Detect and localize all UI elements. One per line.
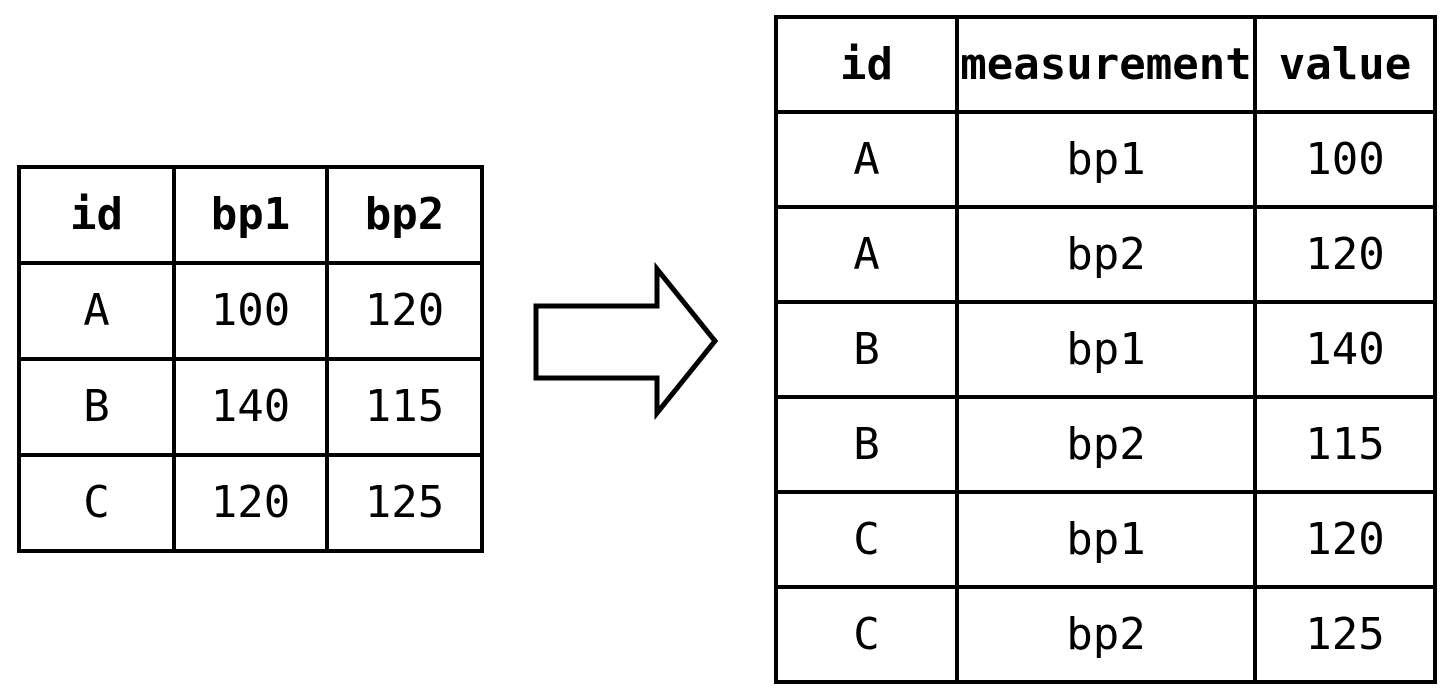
cell-id: C xyxy=(774,490,959,589)
cell-id: B xyxy=(17,357,176,457)
wide-header-bp1: bp1 xyxy=(172,165,329,265)
wide-header-id: id xyxy=(17,165,176,265)
cell-measurement: bp1 xyxy=(955,300,1257,399)
table-row: C bp2 125 xyxy=(774,585,1437,684)
table-row: A bp1 100 xyxy=(774,110,1437,209)
wide-header-row: id bp1 bp2 xyxy=(17,165,484,265)
cell-measurement: bp2 xyxy=(955,585,1257,684)
cell-id: C xyxy=(774,585,959,684)
cell-id: A xyxy=(774,205,959,304)
table-row: C bp1 120 xyxy=(774,490,1437,589)
cell-id: C xyxy=(17,453,176,553)
cell-value: 100 xyxy=(1253,110,1437,209)
cell-value: 115 xyxy=(1253,395,1437,494)
long-header-row: id measurement value xyxy=(774,15,1437,114)
cell-value: 125 xyxy=(1253,585,1437,684)
cell-value: 140 xyxy=(1253,300,1437,399)
cell-value: 120 xyxy=(1253,490,1437,589)
cell-measurement: bp1 xyxy=(955,110,1257,209)
cell-id: B xyxy=(774,300,959,399)
cell-bp1: 140 xyxy=(172,357,329,457)
cell-bp2: 120 xyxy=(325,261,484,361)
cell-bp1: 120 xyxy=(172,453,329,553)
cell-bp1: 100 xyxy=(172,261,329,361)
cell-id: B xyxy=(774,395,959,494)
cell-bp2: 125 xyxy=(325,453,484,553)
wide-header-bp2: bp2 xyxy=(325,165,484,265)
cell-id: A xyxy=(17,261,176,361)
right-block-arrow-icon xyxy=(533,262,719,421)
cell-value: 120 xyxy=(1253,205,1437,304)
cell-measurement: bp2 xyxy=(955,205,1257,304)
cell-measurement: bp2 xyxy=(955,395,1257,494)
long-header-id: id xyxy=(774,15,959,114)
long-header-measurement: measurement xyxy=(955,15,1257,114)
table-row: C 120 125 xyxy=(17,453,484,553)
table-row: A 100 120 xyxy=(17,261,484,361)
wide-table: id bp1 bp2 A 100 120 B 140 115 C 120 125 xyxy=(17,165,484,553)
cell-bp2: 115 xyxy=(325,357,484,457)
table-row: B 140 115 xyxy=(17,357,484,457)
table-row: A bp2 120 xyxy=(774,205,1437,304)
table-row: B bp1 140 xyxy=(774,300,1437,399)
long-table: id measurement value A bp1 100 A bp2 120… xyxy=(774,15,1437,684)
long-header-value: value xyxy=(1253,15,1437,114)
cell-id: A xyxy=(774,110,959,209)
table-row: B bp2 115 xyxy=(774,395,1437,494)
cell-measurement: bp1 xyxy=(955,490,1257,589)
